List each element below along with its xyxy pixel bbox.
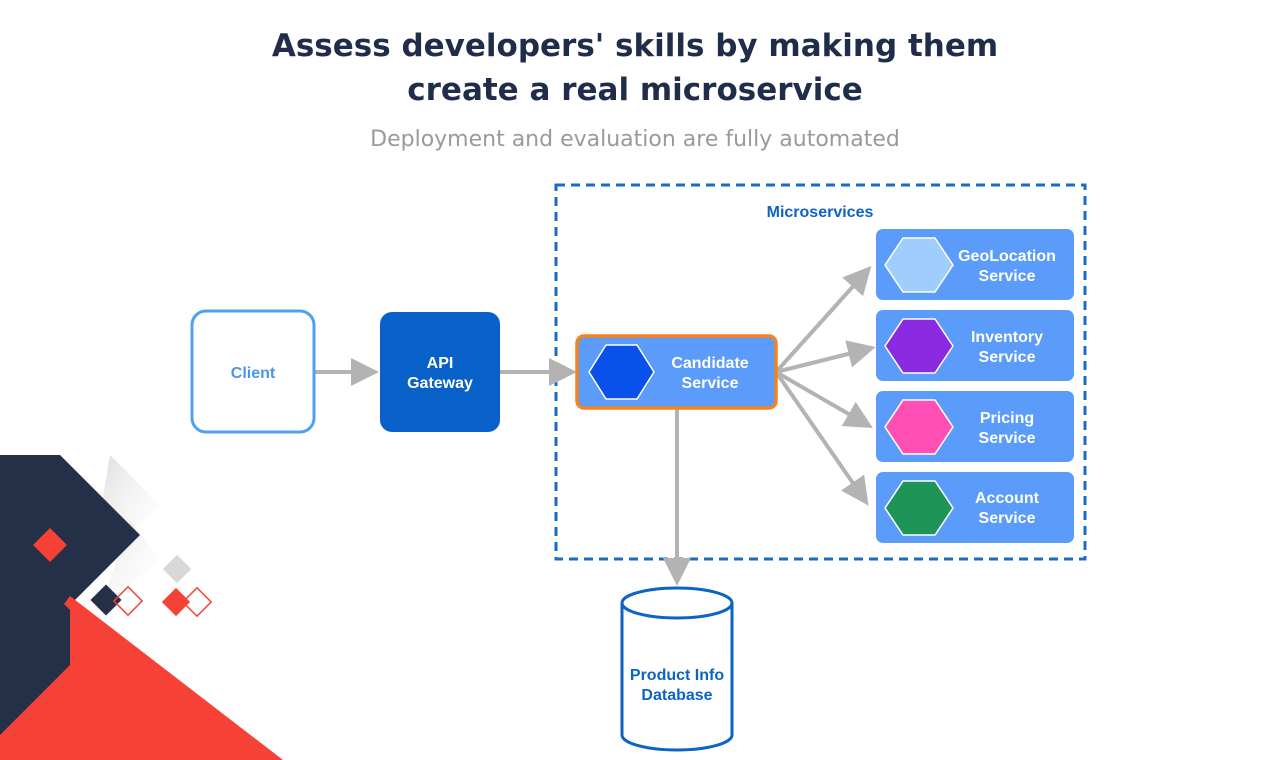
title-line-1: Assess developers' skills by making them bbox=[271, 28, 999, 64]
geolocation-label-line-1: GeoLocation bbox=[958, 248, 1056, 265]
api-gateway-label-line-2: Gateway bbox=[407, 375, 473, 392]
header: Assess developers' skills by making them… bbox=[0, 24, 1270, 154]
candidate-service-node[interactable]: Candidate Service bbox=[575, 334, 778, 410]
account-label-line-1: Account bbox=[975, 490, 1040, 507]
pricing-label-line-1: Pricing bbox=[980, 410, 1034, 427]
connectors bbox=[314, 266, 876, 586]
candidate-service-hexagon-icon bbox=[588, 344, 655, 400]
inventory-label-line-2: Service bbox=[979, 349, 1036, 366]
arrow-candidate-to-geolocation bbox=[774, 266, 872, 374]
pricing-hexagon-icon bbox=[884, 399, 954, 455]
arrow-candidate-to-inventory bbox=[775, 340, 876, 374]
account-hexagon-icon bbox=[884, 480, 954, 536]
client-label: Client bbox=[231, 365, 276, 382]
title-line-2: create a real microservice bbox=[407, 72, 863, 108]
decorative-corner-graphic bbox=[0, 455, 283, 760]
service-pricing[interactable]: Pricing Service bbox=[876, 391, 1074, 462]
geolocation-label-line-2: Service bbox=[979, 268, 1036, 285]
microservices-group-label: Microservices bbox=[767, 204, 874, 221]
service-account[interactable]: Account Service bbox=[876, 472, 1074, 543]
service-geolocation[interactable]: GeoLocation Service bbox=[876, 229, 1074, 300]
account-label-line-2: Service bbox=[979, 510, 1036, 527]
arrow-candidate-to-pricing bbox=[774, 370, 873, 429]
client-node[interactable]: Client bbox=[190, 309, 316, 434]
inventory-hexagon-icon bbox=[884, 318, 954, 374]
product-info-database[interactable]: Product Info Database bbox=[620, 586, 734, 752]
page-subtitle: Deployment and evaluation are fully auto… bbox=[370, 127, 900, 152]
candidate-service-label-line-1: Candidate bbox=[671, 355, 748, 372]
database-label-line-2: Database bbox=[641, 687, 712, 704]
pricing-label-line-2: Service bbox=[979, 430, 1036, 447]
database-label-line-1: Product Info bbox=[630, 667, 724, 684]
api-gateway-label-line-1: API bbox=[427, 355, 454, 372]
database-icon bbox=[620, 586, 734, 620]
geolocation-hexagon-icon bbox=[884, 237, 954, 293]
page-title: Assess developers' skills by making them… bbox=[0, 24, 1270, 112]
candidate-service-label-line-2: Service bbox=[682, 375, 739, 392]
inventory-label-line-1: Inventory bbox=[971, 329, 1043, 346]
arrow-candidate-to-account bbox=[774, 370, 869, 506]
api-gateway-node[interactable]: API Gateway bbox=[380, 312, 500, 432]
service-inventory[interactable]: Inventory Service bbox=[876, 310, 1074, 381]
